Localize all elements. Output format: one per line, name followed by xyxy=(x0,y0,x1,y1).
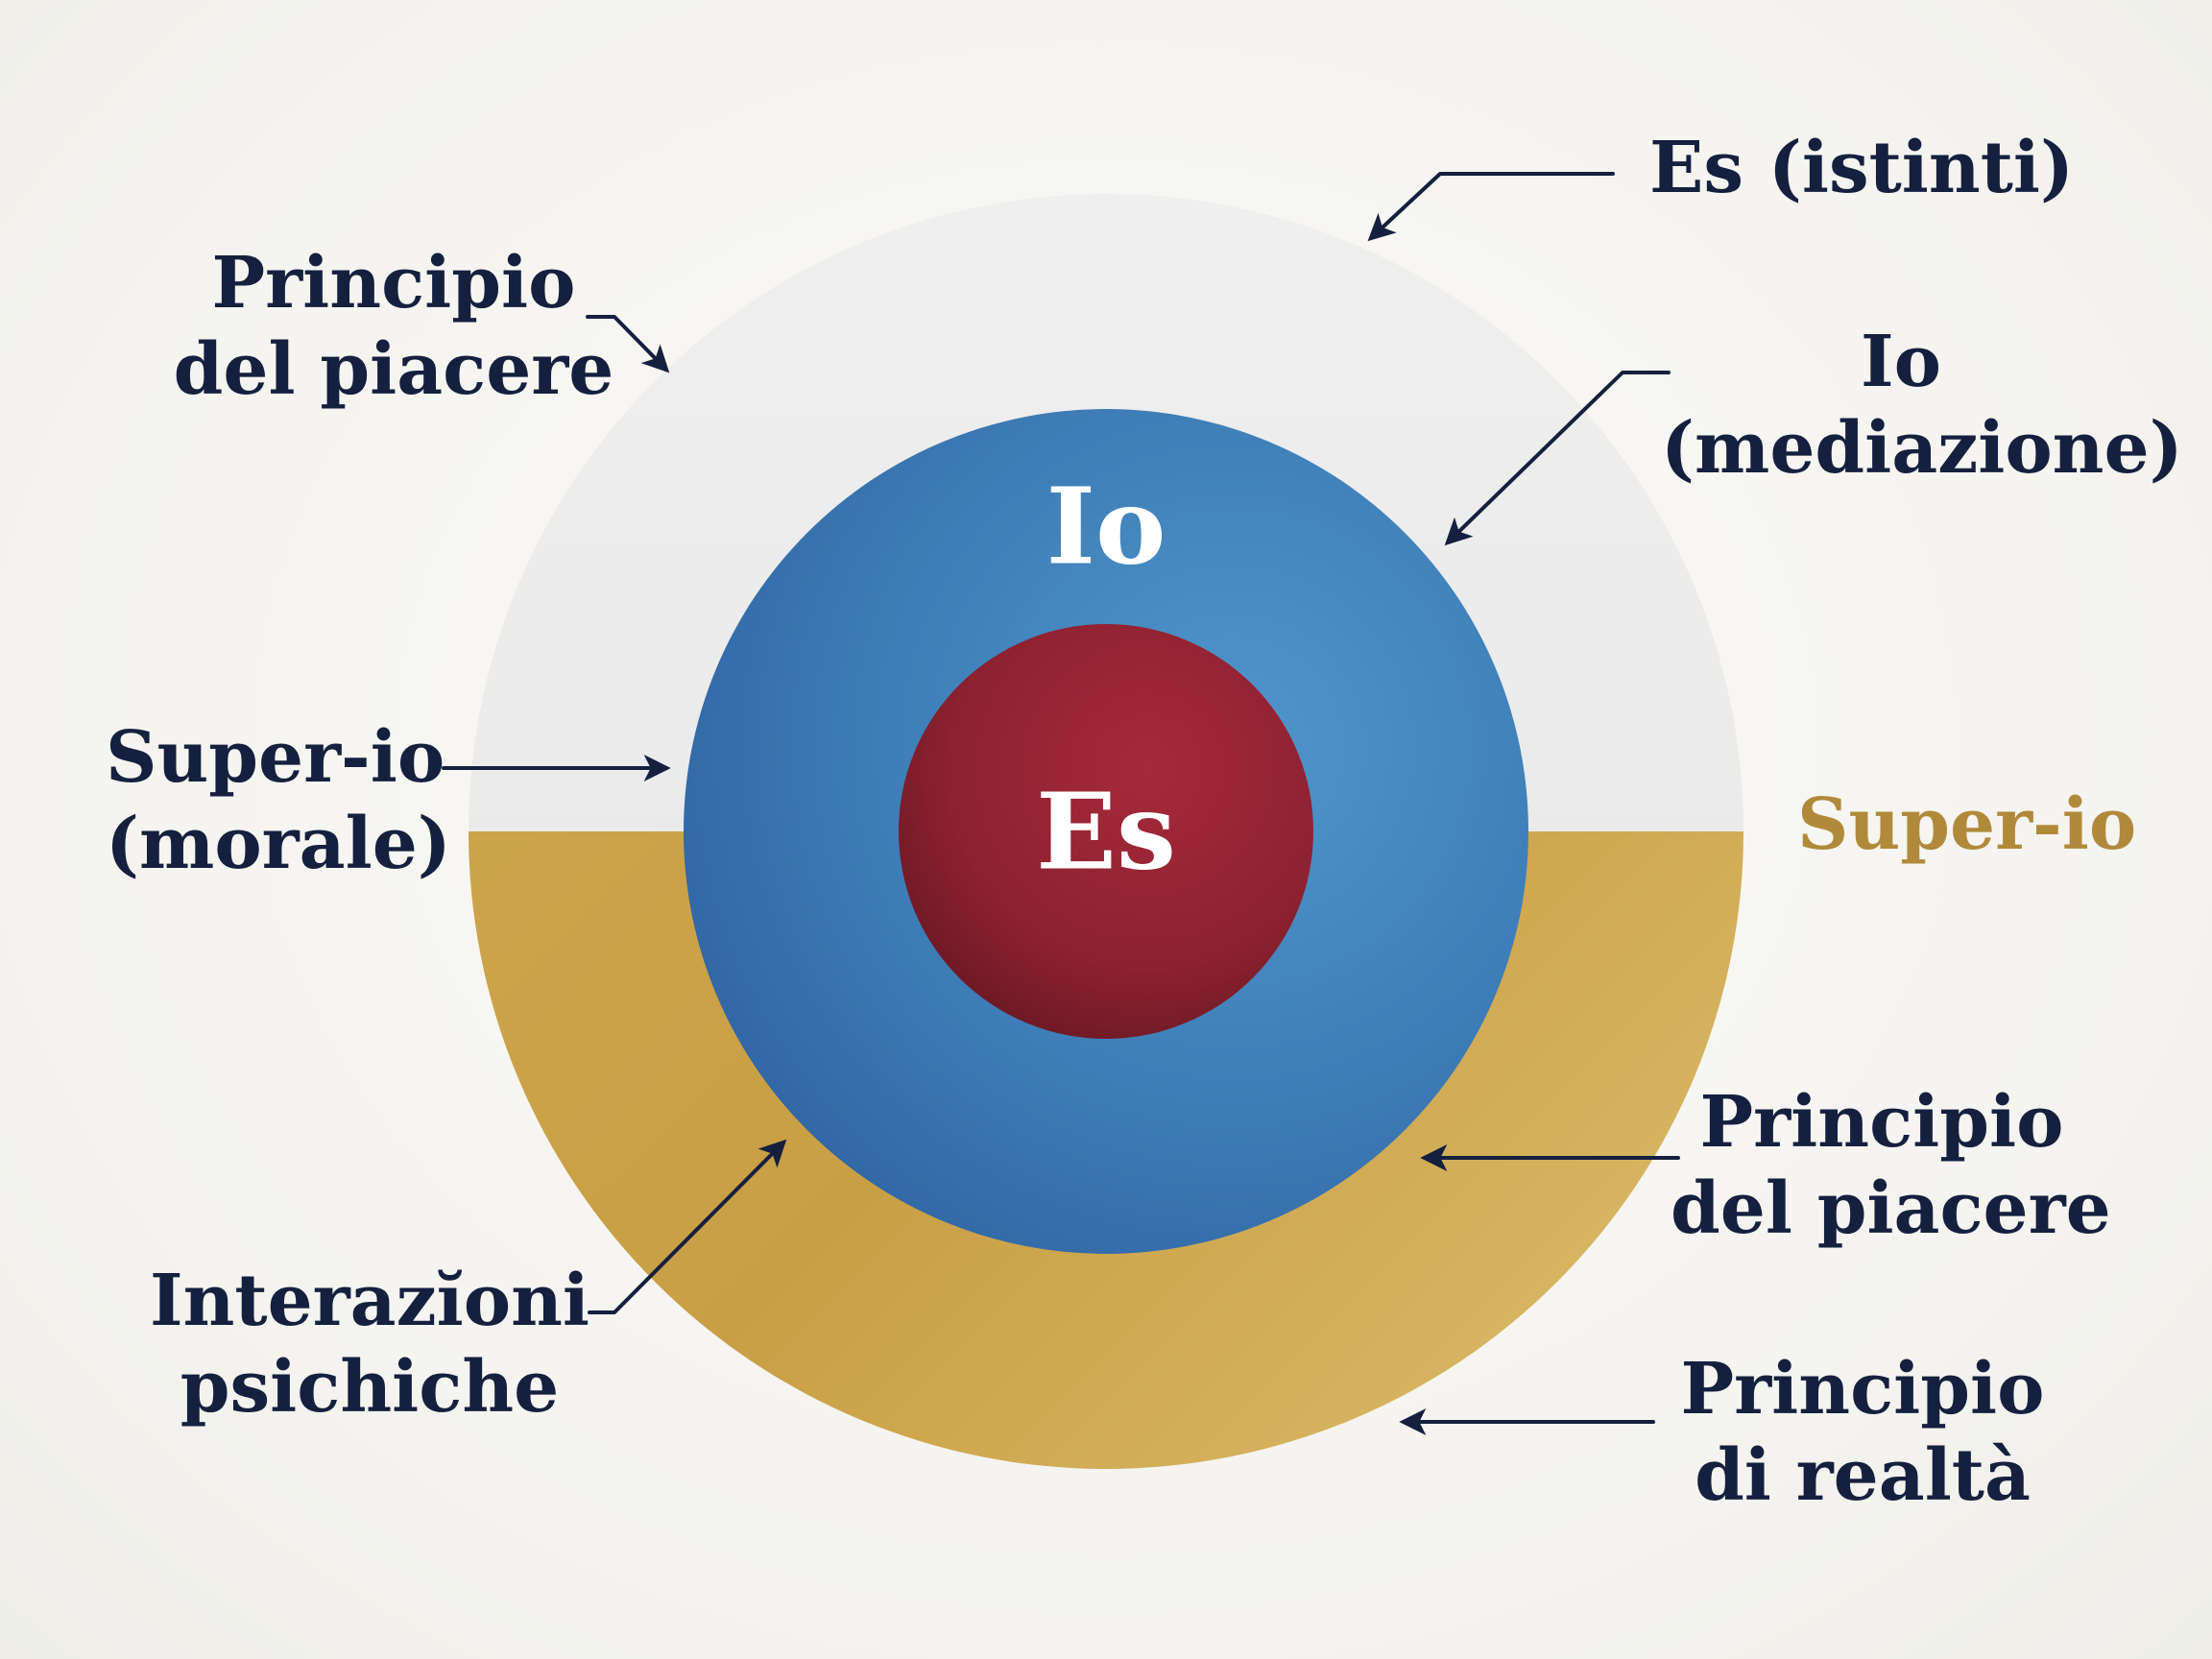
label-superio-morale: Super-io (morale) xyxy=(106,716,451,885)
io-center-label: Io xyxy=(1046,464,1166,589)
arrow-principio-piacere-top xyxy=(586,315,670,373)
label-es-istinti: Es (istinti) xyxy=(1649,127,2075,209)
label-principio-piacere-top: Principio del piacere xyxy=(173,242,614,411)
arrow-interazioni xyxy=(588,1139,787,1314)
label-superio-right: Super-io xyxy=(1797,783,2137,866)
arrow-io-mediazione xyxy=(1444,371,1671,546)
label-principio-realta: Principio di realtà xyxy=(1680,1348,2045,1517)
arrow-es-istinti xyxy=(1367,172,1615,242)
label-io-mediazione: Io (mediazione) xyxy=(1661,321,2183,490)
es-center-label: Es xyxy=(1036,769,1176,894)
label-principio-piacere-right: Principio del piacere xyxy=(1671,1081,2111,1250)
core-es xyxy=(899,624,1313,1039)
label-interazioni: Interazĭoni psichiche xyxy=(149,1260,590,1429)
